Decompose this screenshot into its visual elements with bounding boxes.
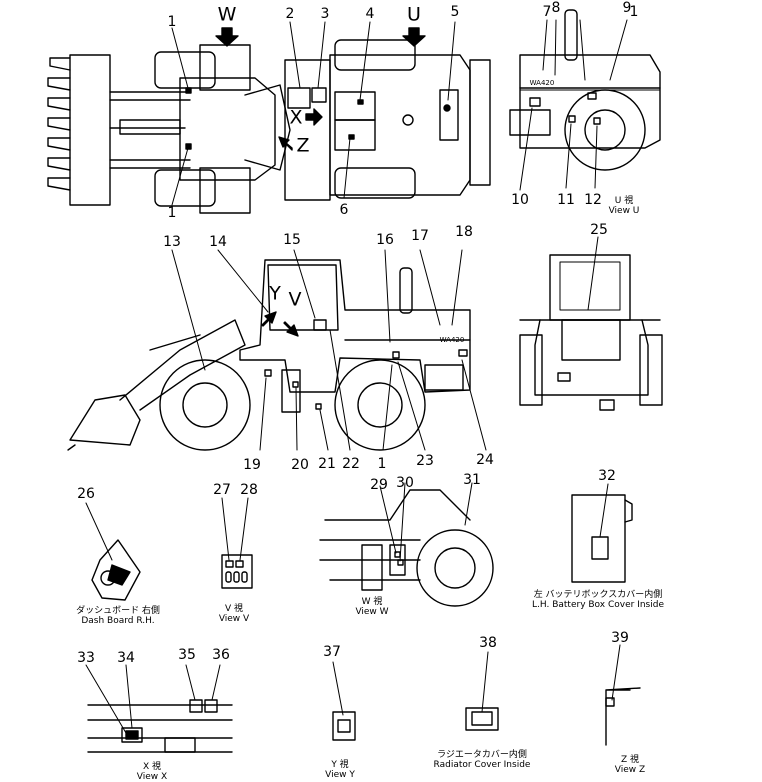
callout-9: 9 [622, 0, 632, 16]
caption-view-v: V 視 View V [219, 604, 249, 624]
view-letter-w: W [217, 3, 237, 26]
callout-10: 10 [511, 192, 529, 208]
caption-ja: X 視 [142, 762, 162, 772]
callout-6: 6 [339, 202, 349, 218]
view-u-drawing [509, 9, 661, 191]
model-decal: WA420 [439, 336, 465, 344]
caption-ja: ダッシュボード 右側 [76, 606, 160, 616]
callout-27: 27 [213, 482, 231, 498]
callout-1: 1 [167, 14, 177, 30]
callout-31: 31 [463, 472, 481, 488]
caption-ja: V 視 [224, 604, 244, 614]
view-letter-y: Y [269, 282, 281, 305]
callout-5: 5 [450, 4, 460, 20]
callout-3: 3 [320, 6, 330, 22]
callout-18: 18 [455, 224, 473, 240]
callout-26: 26 [77, 486, 95, 502]
callout-7: 7 [542, 4, 552, 20]
caption-en: Dash Board R.H. [81, 616, 155, 626]
caption-view-x: X 視 View X [137, 762, 167, 782]
callout-25: 25 [590, 222, 608, 238]
caption-en: Radiator Cover Inside [433, 760, 531, 770]
callout-11: 11 [557, 192, 575, 208]
caption-ja: U 視 [614, 196, 634, 206]
caption-ja: W 視 [361, 597, 383, 607]
callout-12: 12 [584, 192, 602, 208]
view-letter-x: X [289, 106, 303, 129]
model-decal: WA420 [529, 79, 555, 87]
callout-4: 4 [365, 6, 375, 22]
battery-box-drawing [571, 483, 633, 583]
caption-view-u: U 視 View U [609, 196, 640, 216]
callout-14: 14 [209, 234, 227, 250]
caption-en: View W [355, 607, 389, 617]
side-view-loader [67, 249, 487, 451]
top-view-loader [47, 21, 491, 214]
callout-39: 39 [611, 630, 629, 646]
caption-en: View U [608, 206, 640, 216]
caption-ja: Y 視 [331, 760, 349, 770]
radiator-cover-drawing [465, 651, 499, 731]
callout-1: 1 [377, 456, 387, 472]
callout-24: 24 [476, 452, 494, 468]
caption-en: L.H. Battery Box Cover Inside [532, 600, 664, 610]
callout-38: 38 [479, 635, 497, 651]
caption-en: View V [218, 614, 250, 624]
callout-1: 1 [167, 205, 177, 221]
callout-35: 35 [178, 647, 196, 663]
caption-en: View X [136, 772, 168, 782]
caption-view-w: W 視 View W [355, 597, 388, 617]
caption-en: View Z [614, 765, 646, 775]
callout-30: 30 [396, 475, 414, 491]
callout-28: 28 [240, 482, 258, 498]
callout-36: 36 [212, 647, 230, 663]
callout-19: 19 [243, 457, 261, 473]
view-letter-v: V [288, 288, 302, 311]
view-v-drawing [221, 497, 253, 589]
callout-32: 32 [598, 468, 616, 484]
callout-15: 15 [283, 232, 301, 248]
callout-23: 23 [416, 453, 434, 469]
view-z-drawing [605, 644, 641, 746]
view-w-drawing [319, 482, 494, 607]
callout-16: 16 [376, 232, 394, 248]
caption-ja: Z 視 [620, 755, 640, 765]
callout-34: 34 [117, 650, 135, 666]
caption-dash-board: ダッシュボード 右側 Dash Board R.H. [76, 606, 160, 626]
callout-13: 13 [163, 234, 181, 250]
front-view-loader [519, 236, 663, 411]
callout-29: 29 [370, 477, 388, 493]
callout-21: 21 [318, 456, 336, 472]
callout-20: 20 [291, 457, 309, 473]
caption-radiator-cover: ラジエータカバー内側 Radiator Cover Inside [434, 750, 531, 770]
callout-8: 8 [551, 0, 561, 16]
callout-37: 37 [323, 644, 341, 660]
callout-1: 1 [629, 4, 639, 20]
view-letter-u: U [407, 3, 421, 26]
caption-en: View Y [325, 770, 355, 780]
dash-board-drawing [85, 502, 141, 601]
view-y-drawing [332, 661, 356, 741]
callout-2: 2 [285, 6, 295, 22]
callout-17: 17 [411, 228, 429, 244]
caption-view-y: Y 視 View Y [325, 760, 355, 780]
caption-ja: ラジエータカバー内側 [437, 750, 527, 760]
caption-ja: 左 バッテリボックスカバー内側 [533, 590, 663, 600]
callout-33: 33 [77, 650, 95, 666]
view-letter-z: Z [296, 134, 310, 157]
caption-view-z: Z 視 View Z [615, 755, 645, 775]
view-x-drawing [85, 664, 233, 753]
callout-22: 22 [342, 456, 360, 472]
caption-battery-box: 左 バッテリボックスカバー内側 L.H. Battery Box Cover I… [532, 590, 664, 610]
